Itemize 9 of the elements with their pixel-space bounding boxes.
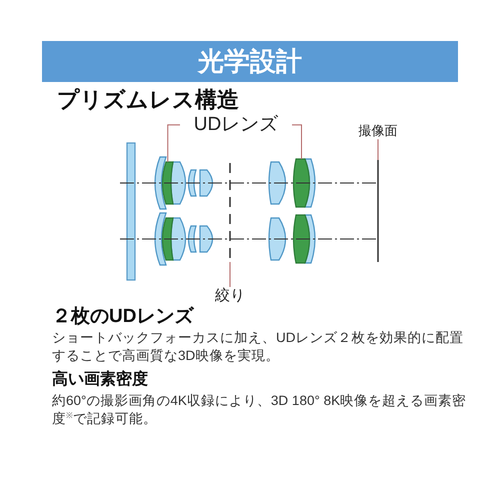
paragraph: ショートバックフォーカスに加え、UDレンズ２枚を効果的に配置することで高画質な3D映像を実現。 [52,329,464,365]
section-heading: 高い画素密度 [52,370,149,390]
title-banner: 光学設計 [42,41,458,82]
callout-label: 撮像面 [356,123,400,140]
callout-label: 絞り [210,287,250,306]
paragraph: 約60°の撮影画角の4K収録により、3D 180° 8K映像を超える画素密度$^{※}$で記録可能。 [52,392,468,428]
subtitle: プリズムレス構造 [57,86,240,114]
callout-label: UDレンズ [180,113,292,137]
section-heading: ２枚のUDレンズ [52,305,195,329]
